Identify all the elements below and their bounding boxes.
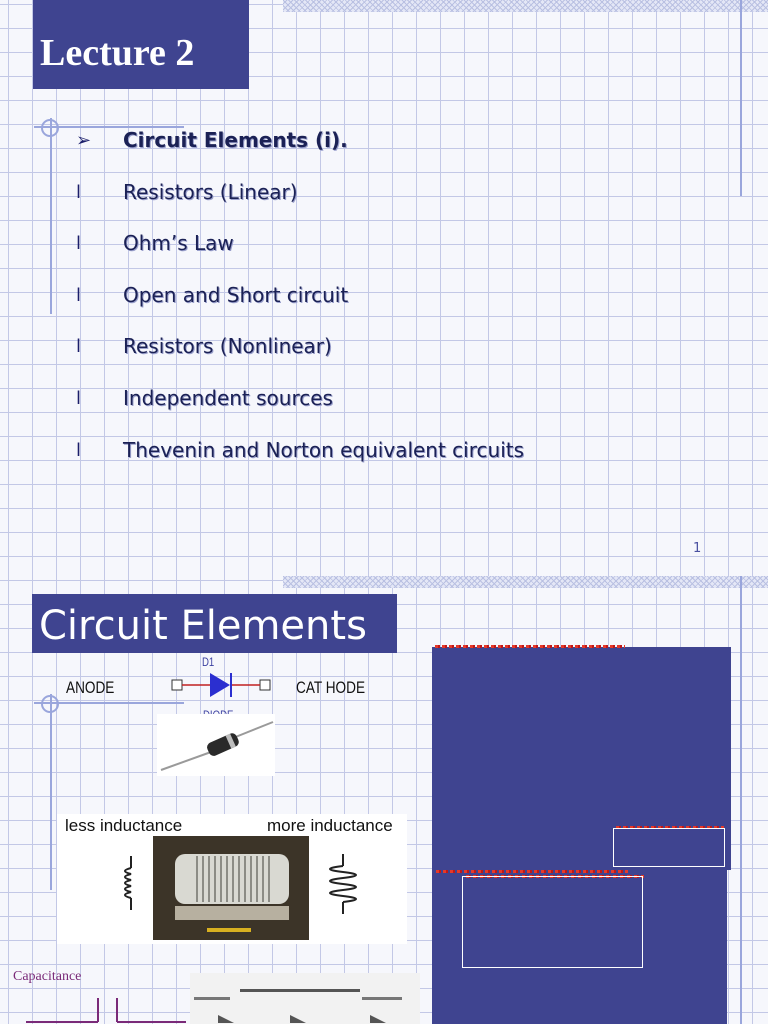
bullet-text: Independent sources <box>123 386 333 410</box>
slide-title: Lecture 2 <box>33 0 249 89</box>
image-placeholder <box>462 876 643 968</box>
capacitance-label: Capacitance <box>13 969 82 984</box>
bullet-item: l Ohm’s Law <box>72 229 692 257</box>
image-placeholder <box>613 828 725 867</box>
slide-1: Lecture 2 ➢ Circuit Elements (i). l Resi… <box>33 0 768 556</box>
capacitor-symbol-icon <box>26 998 186 1023</box>
arrow-bullet-icon: ➢ <box>76 129 92 151</box>
bullet-item: l Independent sources <box>72 384 692 412</box>
bullet-text: Resistors (Linear) <box>123 180 298 204</box>
inductor-illustration <box>124 836 357 940</box>
bullet-text: Ohm’s Law <box>123 231 234 255</box>
inductor-image <box>57 814 407 944</box>
bullet-text: Resistors (Nonlinear) <box>123 334 332 358</box>
decorative-vertical-line <box>740 576 742 1024</box>
more-inductance-label: more inductance <box>267 816 393 835</box>
slide-title: Circuit Elements <box>32 594 397 653</box>
bullet-item: ➢ Circuit Elements (i). <box>72 126 692 154</box>
crosshair-ornament <box>41 119 59 137</box>
variable-capacitor-illustration <box>194 989 402 1023</box>
bullet-item: l Open and Short circuit <box>72 281 692 309</box>
anode-label: ANODE <box>66 678 115 697</box>
bullet-text: Circuit Elements (i). <box>123 128 348 152</box>
bullet-icon: l <box>76 232 82 254</box>
decorative-vertical-line <box>50 694 52 890</box>
diode-photo <box>157 714 275 776</box>
bullet-item: l Thevenin and Norton equivalent circuit… <box>72 436 692 464</box>
bullet-icon: l <box>76 335 82 357</box>
image-caption-mark <box>616 826 724 829</box>
diode-symbol-icon <box>171 673 271 697</box>
diode-reference-label: D1 <box>202 655 215 669</box>
decorative-vertical-line <box>740 0 742 196</box>
crosshair-ornament <box>41 695 59 713</box>
page-number: 1 <box>693 541 702 556</box>
bullet-icon: l <box>76 439 82 461</box>
variable-capacitor-image <box>190 973 420 1024</box>
slide-2: Circuit Elements ANODE CAT HODE D1 DIODE <box>0 576 768 1024</box>
bullet-text: Thevenin and Norton equivalent circuits <box>123 438 525 462</box>
decorative-horizontal-line <box>34 126 184 128</box>
image-caption-mark <box>435 645 625 648</box>
bullet-text: Open and Short circuit <box>123 283 349 307</box>
bullet-icon: l <box>76 284 82 306</box>
image-caption-mark <box>436 870 628 873</box>
decorative-vertical-line <box>50 118 52 314</box>
decorative-hatch-band <box>283 0 768 12</box>
cathode-label: CAT HODE <box>296 678 366 697</box>
bullet-icon: l <box>76 181 82 203</box>
bullet-icon: l <box>76 387 82 409</box>
content-panel-bottom <box>432 870 727 1024</box>
content-panel-top <box>432 647 731 870</box>
decorative-hatch-band <box>283 576 768 588</box>
less-inductance-label: less inductance <box>65 816 183 835</box>
bullet-item: l Resistors (Linear) <box>72 178 692 206</box>
diode-component-image <box>160 721 274 771</box>
bullet-item: l Resistors (Nonlinear) <box>72 332 692 360</box>
decorative-horizontal-line <box>34 702 184 704</box>
